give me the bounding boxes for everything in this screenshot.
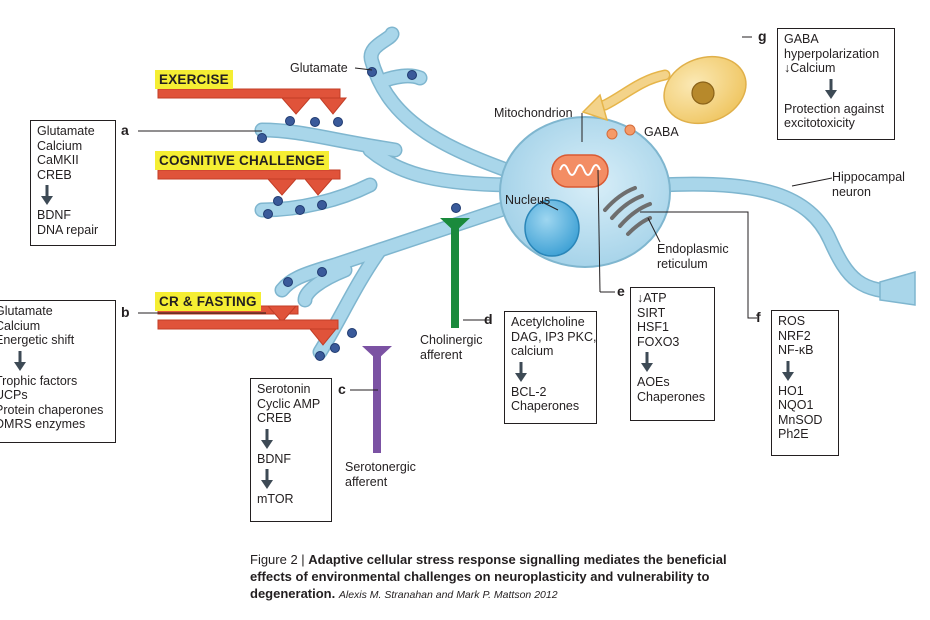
mitochondrion-shape	[551, 154, 609, 188]
down-arrow-icon	[641, 352, 653, 372]
box-d-line: BCL-2	[511, 384, 547, 399]
box-d-line: DAG, IP3 PKC,	[511, 329, 597, 344]
box-f-line: NF-κB	[778, 343, 814, 357]
panel-letter-c: c	[338, 381, 346, 397]
down-arrow-icon	[515, 361, 527, 382]
panel-letter-g: g	[758, 28, 767, 44]
exercise-label: EXERCISE	[155, 70, 233, 89]
serotonergic-afferent-label: Serotonergic afferent	[345, 460, 416, 490]
axon-terminal	[879, 271, 916, 306]
box-a-line: CaMKII	[37, 153, 79, 167]
box-f-line: MnSOD	[778, 412, 823, 427]
box-a-line: DNA repair	[37, 222, 99, 237]
box-g-line: GABA	[784, 32, 819, 46]
box-a-line: BDNF	[37, 208, 72, 222]
gaba-vesicle	[624, 124, 636, 136]
box-c-line: Serotonin	[257, 382, 311, 396]
box-g: GABA hyperpolarization ↓Calcium Protecti…	[777, 28, 895, 140]
box-e-line: AOEs	[637, 375, 670, 389]
down-arrow-icon	[14, 350, 26, 371]
leader-lines	[138, 36, 833, 391]
down-arrow-icon	[261, 428, 273, 449]
box-b-line: Trophic factors	[0, 373, 78, 388]
box-f-line: Ph2E	[778, 427, 809, 441]
er-label-line1: Endoplasmic	[657, 242, 729, 256]
cholinergic-label-line1: Cholinergic	[420, 333, 483, 347]
box-f-line: NRF2	[778, 328, 811, 343]
down-arrow-icon	[782, 360, 794, 381]
box-c: Serotonin Cyclic AMP CREB BDNF mTOR	[250, 378, 332, 522]
box-e-line: FOXO3	[637, 334, 680, 349]
cognitive-challenge-label: COGNITIVE CHALLENGE	[155, 151, 329, 170]
box-e-line: HSF1	[637, 320, 669, 334]
box-b: Glutamate Calcium Energetic shift Trophi…	[0, 300, 116, 443]
box-c-line: Cyclic AMP	[257, 396, 321, 411]
panel-letter-b: b	[121, 304, 130, 320]
box-f-line: NQO1	[778, 398, 814, 412]
gaba-label: GABA	[644, 125, 679, 139]
box-b-line: Glutamate	[0, 304, 53, 318]
down-arrow-icon	[825, 78, 837, 99]
box-c-line: mTOR	[257, 492, 294, 506]
box-d-line: Acetylcholine	[511, 315, 585, 329]
gaba-neuron	[581, 55, 747, 125]
cholinergic-label-line2: afferent	[420, 348, 463, 362]
box-e-line: Chaperones	[637, 389, 706, 404]
box-f-line: HO1	[778, 383, 804, 398]
box-c-line: BDNF	[257, 451, 292, 466]
box-a-line: Glutamate	[37, 124, 95, 138]
glutamate-label: Glutamate	[290, 61, 348, 75]
serotonergic-label-line2: afferent	[345, 475, 388, 489]
hippocampal-label-line2: neuron	[832, 185, 871, 199]
nucleus-shape	[524, 199, 580, 257]
gaba-vesicle	[606, 128, 618, 140]
panel-letter-f: f	[756, 309, 761, 325]
down-arrow-icon	[41, 185, 53, 205]
box-e: ↓ATP SIRT HSF1 FOXO3 AOEs Chaperones	[630, 287, 715, 421]
box-a: Glutamate Calcium CaMKII CREB BDNF DNA r…	[30, 120, 116, 246]
box-c-line: CREB	[257, 411, 292, 425]
box-g-line: ↓Calcium	[784, 61, 836, 75]
cholinergic-afferent-shape	[440, 218, 470, 328]
box-e-line: ↓ATP	[637, 291, 667, 305]
box-e-line: SIRT	[637, 305, 666, 320]
down-arrow-icon	[261, 469, 273, 489]
serotonergic-label-line1: Serotonergic	[345, 460, 416, 474]
box-a-line: CREB	[37, 167, 72, 182]
box-d: Acetylcholine DAG, IP3 PKC, calcium BCL-…	[504, 311, 597, 424]
box-d-line: calcium	[511, 344, 554, 358]
box-b-line: Calcium	[0, 318, 41, 333]
box-b-line: Energetic shift	[0, 333, 75, 347]
box-b-line: UCPs	[0, 388, 28, 402]
hippocampal-neuron-label: Hippocampal neuron	[832, 170, 905, 200]
caption-authors: Alexis M. Stranahan and Mark P. Mattson …	[338, 589, 558, 601]
box-b-line: DMRS enzymes	[0, 417, 86, 431]
box-f: ROS NRF2 NF-κB HO1 NQO1 MnSOD Ph2E	[771, 310, 839, 456]
er-label-line2: reticulum	[657, 257, 708, 271]
box-g-line: hyperpolarization	[784, 46, 880, 61]
box-f-line: ROS	[778, 314, 806, 328]
panel-letter-a: a	[121, 122, 129, 138]
cholinergic-afferent-label: Cholinergic afferent	[420, 333, 483, 363]
box-b-line: Protein chaperones	[0, 402, 104, 417]
box-a-line: Calcium	[37, 138, 83, 153]
caption-figure-number: Figure 2 |	[250, 552, 309, 567]
caption-title: Adaptive cellular stress response signal…	[250, 552, 727, 601]
box-d-line: Chaperones	[511, 399, 580, 413]
nucleus-label: Nucleus	[505, 193, 551, 207]
mitochondrion-label: Mitochondrion	[494, 106, 573, 120]
panel-letter-d: d	[484, 311, 493, 327]
er-label: Endoplasmic reticulum	[657, 242, 729, 272]
hippocampal-label-line1: Hippocampal	[832, 170, 905, 184]
box-g-line: excitotoxicity	[784, 116, 855, 130]
serotonergic-afferent-shape	[362, 346, 392, 453]
cr-fasting-label: CR & FASTING	[155, 292, 261, 311]
box-g-line: Protection against	[784, 101, 885, 116]
panel-letter-e: e	[617, 283, 625, 299]
figure-caption: Figure 2 | Adaptive cellular stress resp…	[250, 551, 770, 604]
